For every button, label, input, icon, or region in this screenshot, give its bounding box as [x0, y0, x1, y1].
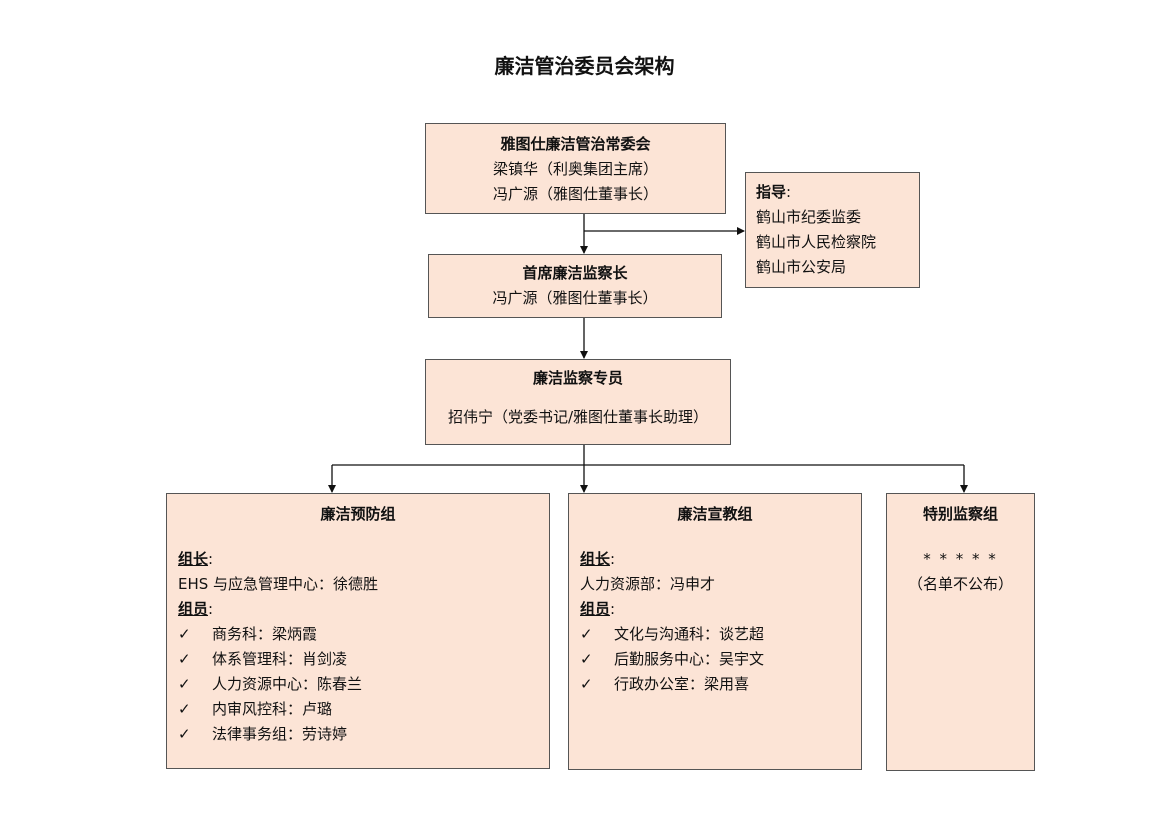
check-icon: ✓: [178, 650, 191, 668]
member-name: 行政办公室：梁用喜: [614, 675, 750, 693]
colon: :: [610, 550, 616, 568]
check-icon: ✓: [178, 725, 191, 743]
specialist-title: 廉洁监察专员: [532, 369, 623, 387]
member-name: 后勤服务中心：吴宇文: [614, 650, 765, 668]
member-name: 人力资源中心：陈春兰: [212, 675, 363, 693]
page-title: 廉洁管治委员会架构: [494, 54, 675, 78]
education-group-box: 廉洁宣教组 组长: 人力资源部：冯申才 组员: ✓ 文化与沟通科：谈艺超 ✓ 后勤服…: [568, 493, 862, 770]
colon: :: [208, 550, 214, 568]
check-icon: ✓: [178, 675, 191, 693]
list-item: ✓ 行政办公室：梁用喜: [580, 672, 861, 697]
special-group-title: 特别监察组: [922, 505, 998, 523]
list-item: ✓ 体系管理科：肖剑凌: [178, 647, 549, 672]
guidance-colon: :: [786, 183, 792, 201]
education-leader: 人力资源部：冯申才: [580, 575, 716, 593]
chief-inspector-member: 冯广源（雅图仕董事长）: [492, 289, 658, 307]
special-group-box: 特别监察组 * * * * * （名单不公布）: [886, 493, 1035, 771]
specialist-box: 廉洁监察专员 招伟宁（党委书记/雅图仕董事长助理）: [425, 359, 731, 445]
specialist-member: 招伟宁（党委书记/雅图仕董事长助理）: [447, 408, 709, 426]
special-group-note: （名单不公布）: [907, 575, 1013, 593]
education-members-label: 组员: [580, 600, 611, 618]
guidance-item: 鹤山市纪委监委: [756, 208, 862, 226]
standing-committee-member: 冯广源（雅图仕董事长）: [492, 185, 658, 203]
prevention-leader-label: 组长: [178, 550, 209, 568]
check-icon: ✓: [580, 650, 593, 668]
member-name: 内审风控科：卢璐: [212, 700, 333, 718]
member-name: 文化与沟通科：谈艺超: [614, 625, 765, 643]
list-item: ✓ 文化与沟通科：谈艺超: [580, 622, 861, 647]
list-item: ✓ 商务科：梁炳霞: [178, 622, 549, 647]
education-group-title: 廉洁宣教组: [677, 505, 753, 523]
list-item: ✓ 人力资源中心：陈春兰: [178, 672, 549, 697]
prevention-group-box: 廉洁预防组 组长: EHS 与应急管理中心：徐德胜 组员: ✓ 商务科：梁炳霞 ✓…: [166, 493, 550, 769]
list-item: ✓ 法律事务组：劳诗婷: [178, 722, 549, 747]
guidance-label: 指导: [756, 183, 787, 201]
member-name: 法律事务组：劳诗婷: [212, 725, 348, 743]
guidance-item: 鹤山市公安局: [756, 258, 847, 276]
standing-committee-title: 雅图仕廉洁管治常委会: [500, 135, 651, 153]
member-name: 商务科：梁炳霞: [212, 625, 318, 643]
prevention-leader: EHS 与应急管理中心：徐德胜: [178, 575, 379, 593]
guidance-box: 指导: 鹤山市纪委监委 鹤山市人民检察院 鹤山市公安局: [745, 172, 920, 288]
prevention-members-label: 组员: [178, 600, 209, 618]
special-group-stars: * * * * *: [923, 550, 998, 568]
chief-inspector-box: 首席廉洁监察长 冯广源（雅图仕董事长）: [428, 254, 722, 318]
colon: :: [208, 600, 214, 618]
standing-committee-member: 梁镇华（利奥集团主席）: [492, 160, 658, 178]
chief-inspector-title: 首席廉洁监察长: [522, 264, 628, 282]
member-name: 体系管理科：肖剑凌: [212, 650, 348, 668]
list-item: ✓ 内审风控科：卢璐: [178, 697, 549, 722]
colon: :: [610, 600, 616, 618]
education-leader-label: 组长: [580, 550, 611, 568]
guidance-item: 鹤山市人民检察院: [756, 233, 877, 251]
standing-committee-box: 雅图仕廉洁管治常委会 梁镇华（利奥集团主席） 冯广源（雅图仕董事长）: [425, 123, 726, 214]
check-icon: ✓: [580, 625, 593, 643]
prevention-group-title: 廉洁预防组: [320, 505, 396, 523]
check-icon: ✓: [178, 700, 191, 718]
check-icon: ✓: [178, 625, 191, 643]
check-icon: ✓: [580, 675, 593, 693]
list-item: ✓ 后勤服务中心：吴宇文: [580, 647, 861, 672]
